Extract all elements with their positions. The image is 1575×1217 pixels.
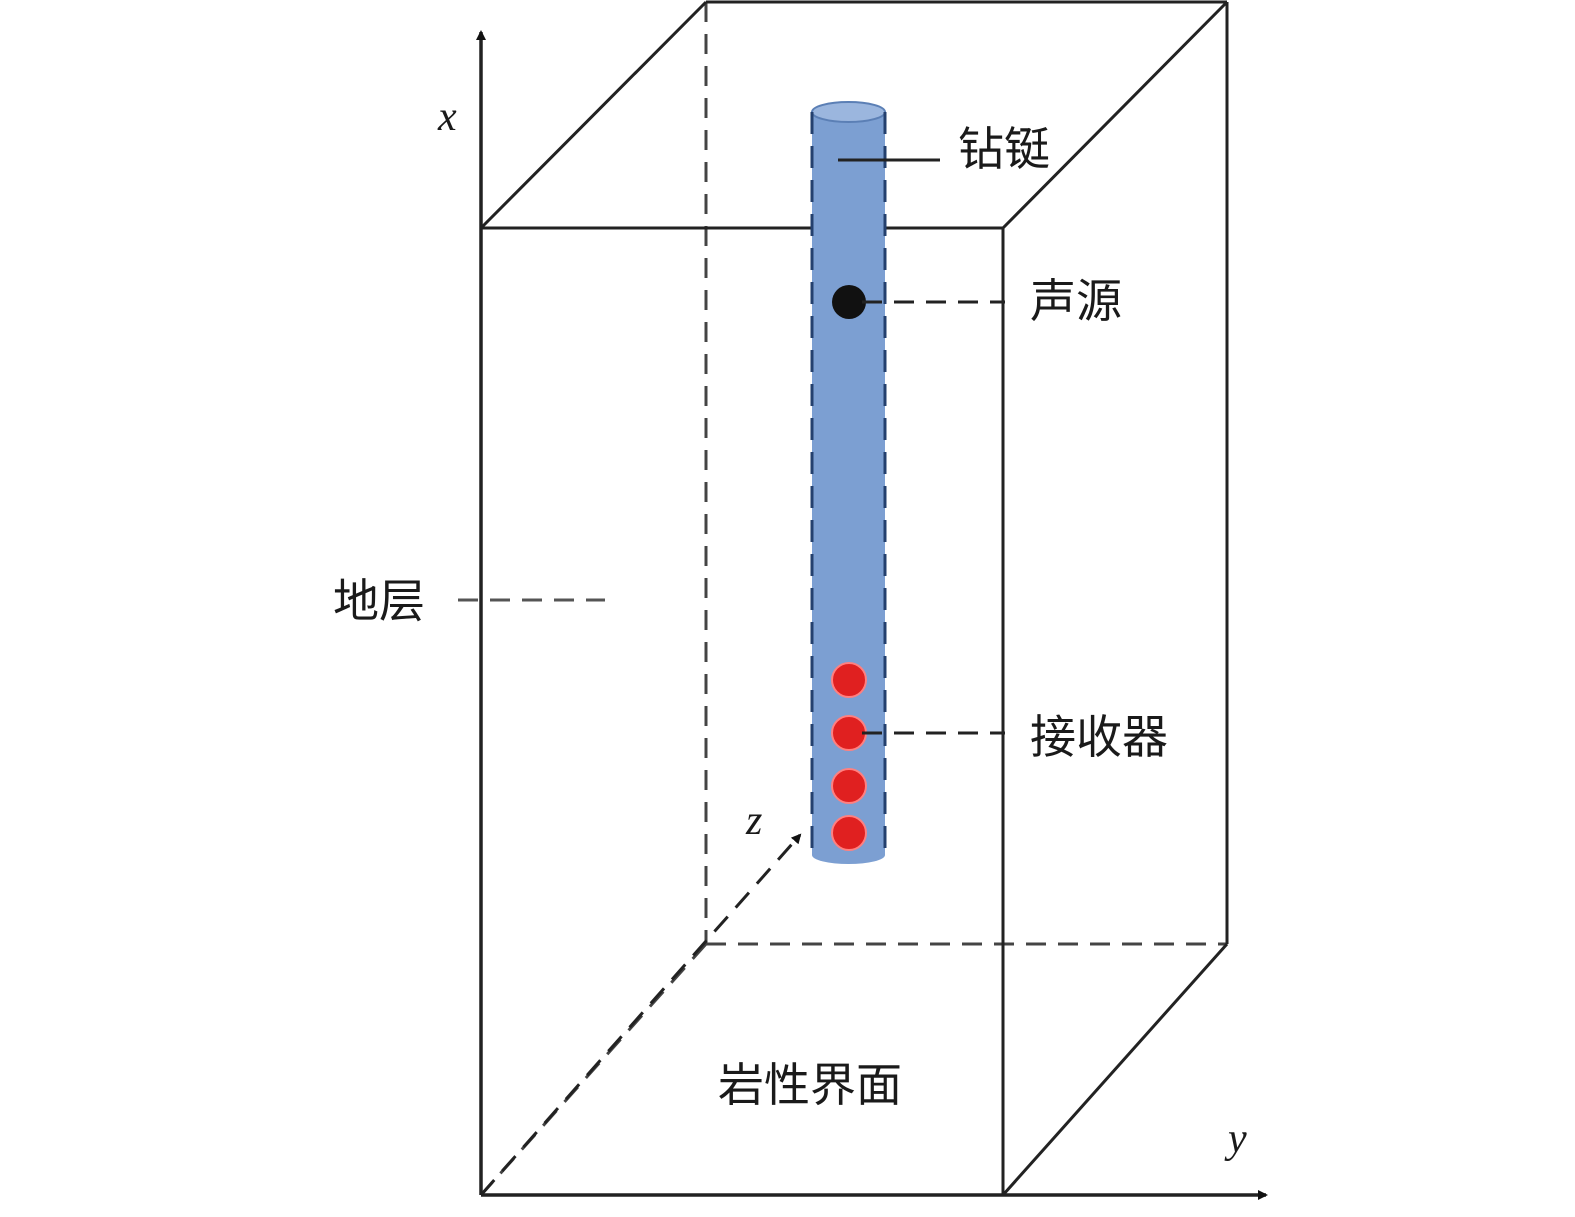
receiver-dot	[831, 815, 867, 851]
label-formation: 地层	[333, 574, 425, 628]
label-receivers: 接收器	[1030, 710, 1168, 764]
box-edges	[479, 0, 1229, 1196]
receiver-dot	[831, 662, 867, 698]
receiver-dot	[831, 768, 867, 804]
y-axis-label: y	[1228, 1116, 1247, 1162]
receiver-dot	[831, 715, 867, 751]
label-source: 声源	[1030, 274, 1122, 328]
label-drill-collar: 钻铤	[958, 122, 1050, 176]
z-axis	[479, 833, 802, 1196]
x-axis-label: x	[438, 94, 457, 140]
source-dot	[832, 285, 866, 319]
label-lithologic-interface: 岩性界面	[718, 1058, 902, 1112]
z-axis-label: z	[746, 798, 763, 844]
